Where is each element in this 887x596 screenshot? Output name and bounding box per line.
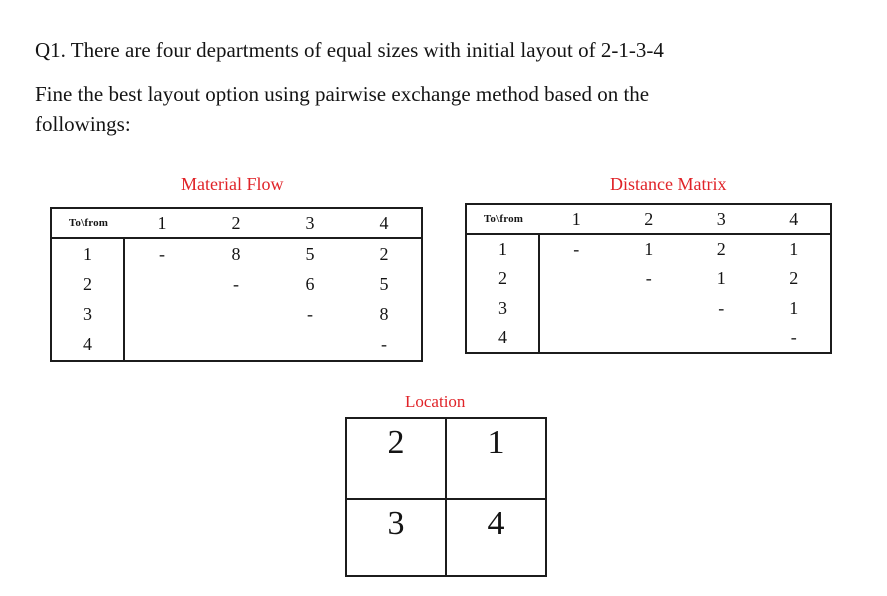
material-flow-cell	[199, 330, 273, 360]
distance-matrix-cell	[540, 294, 613, 323]
location-title: Location	[405, 392, 466, 411]
location-cell: 2	[347, 419, 447, 500]
material-flow-cell: -	[307, 304, 313, 325]
distance-matrix-row-header: 2	[467, 264, 540, 294]
material-flow-cell	[199, 300, 273, 330]
distance-matrix-cell: -	[790, 326, 797, 347]
distance-matrix-cell	[540, 323, 613, 352]
distance-matrix-row-header: 1	[467, 235, 540, 265]
material-flow-row-header: 4	[52, 329, 125, 360]
location-cell: 3	[347, 500, 447, 575]
distance-matrix-cell: 1	[644, 239, 654, 260]
distance-matrix-corner-label: To\from	[467, 205, 540, 235]
material-flow-col-header: 2	[199, 209, 273, 239]
material-flow-cell: 2	[379, 243, 389, 264]
material-flow-row-header: 2	[52, 269, 125, 300]
material-flow-col-header: 4	[347, 209, 421, 239]
distance-matrix-col-header: 4	[757, 205, 830, 235]
distance-matrix-cell	[613, 323, 686, 352]
material-flow-row-header: 1	[52, 239, 125, 270]
distance-matrix-cell: -	[645, 268, 652, 289]
material-flow-col-header: 1	[125, 209, 199, 239]
material-flow-cell: 8	[231, 243, 241, 264]
material-flow-cell: 5	[305, 243, 315, 264]
material-flow-title: Material Flow	[181, 174, 284, 194]
distance-matrix-cell: 2	[789, 268, 799, 289]
question-title: Q1. There are four departments of equal …	[35, 38, 664, 62]
material-flow-cell: -	[381, 334, 387, 355]
material-flow-cell	[125, 269, 199, 299]
distance-matrix-title: Distance Matrix	[610, 174, 727, 194]
material-flow-col-header: 3	[273, 209, 347, 239]
distance-matrix-cell: -	[718, 297, 725, 318]
distance-matrix-row-header: 3	[467, 293, 540, 323]
question-body: Fine the best layout option using pairwi…	[35, 82, 650, 136]
material-flow-cell	[273, 330, 347, 360]
distance-matrix-cell: 1	[716, 268, 726, 289]
distance-matrix-cell	[613, 294, 686, 323]
material-flow-table: To\from 1 2 3 4 1 - 8 5 2 2 - 6 5 3 - 8 …	[50, 207, 423, 362]
material-flow-cell: -	[159, 243, 165, 264]
distance-matrix-row-header: 4	[467, 322, 540, 352]
distance-matrix-cell: 1	[789, 239, 799, 260]
distance-matrix-col-header: 1	[540, 205, 613, 235]
material-flow-cell	[125, 300, 199, 330]
distance-matrix-cell: 1	[789, 297, 799, 318]
material-flow-corner-label: To\from	[52, 209, 125, 239]
material-flow-cell: 5	[379, 273, 389, 294]
location-cell: 1	[447, 419, 545, 500]
distance-matrix-cell	[685, 323, 758, 352]
distance-matrix-col-header: 2	[612, 205, 685, 235]
material-flow-cell: 8	[379, 304, 389, 325]
distance-matrix-cell: -	[573, 239, 580, 260]
distance-matrix-table: To\from 1 2 3 4 1 - 1 2 1 2 - 1 2 3 - 1 …	[465, 203, 832, 354]
distance-matrix-cell: 2	[716, 239, 726, 260]
material-flow-cell: -	[233, 273, 239, 294]
distance-matrix-col-header: 3	[685, 205, 758, 235]
material-flow-cell	[125, 330, 199, 360]
material-flow-cell: 6	[305, 273, 315, 294]
material-flow-row-header: 3	[52, 299, 125, 330]
location-table: 2 1 3 4	[345, 417, 547, 577]
location-cell: 4	[487, 505, 505, 542]
distance-matrix-cell	[540, 264, 613, 293]
